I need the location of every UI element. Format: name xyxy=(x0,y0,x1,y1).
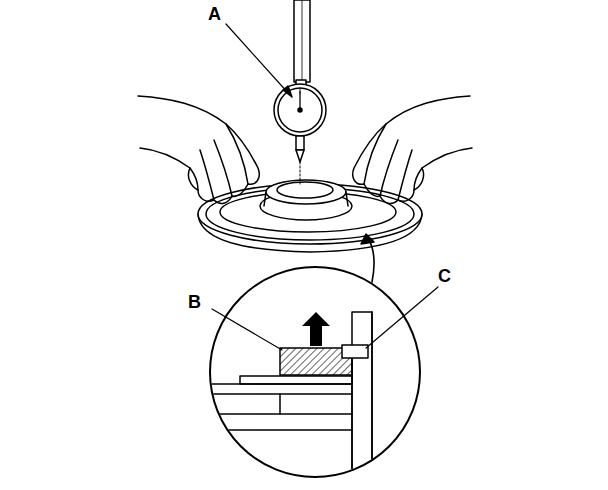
callout-letter: C xyxy=(438,266,451,286)
callout-letter: B xyxy=(188,292,201,312)
callout-letter: A xyxy=(208,4,221,24)
